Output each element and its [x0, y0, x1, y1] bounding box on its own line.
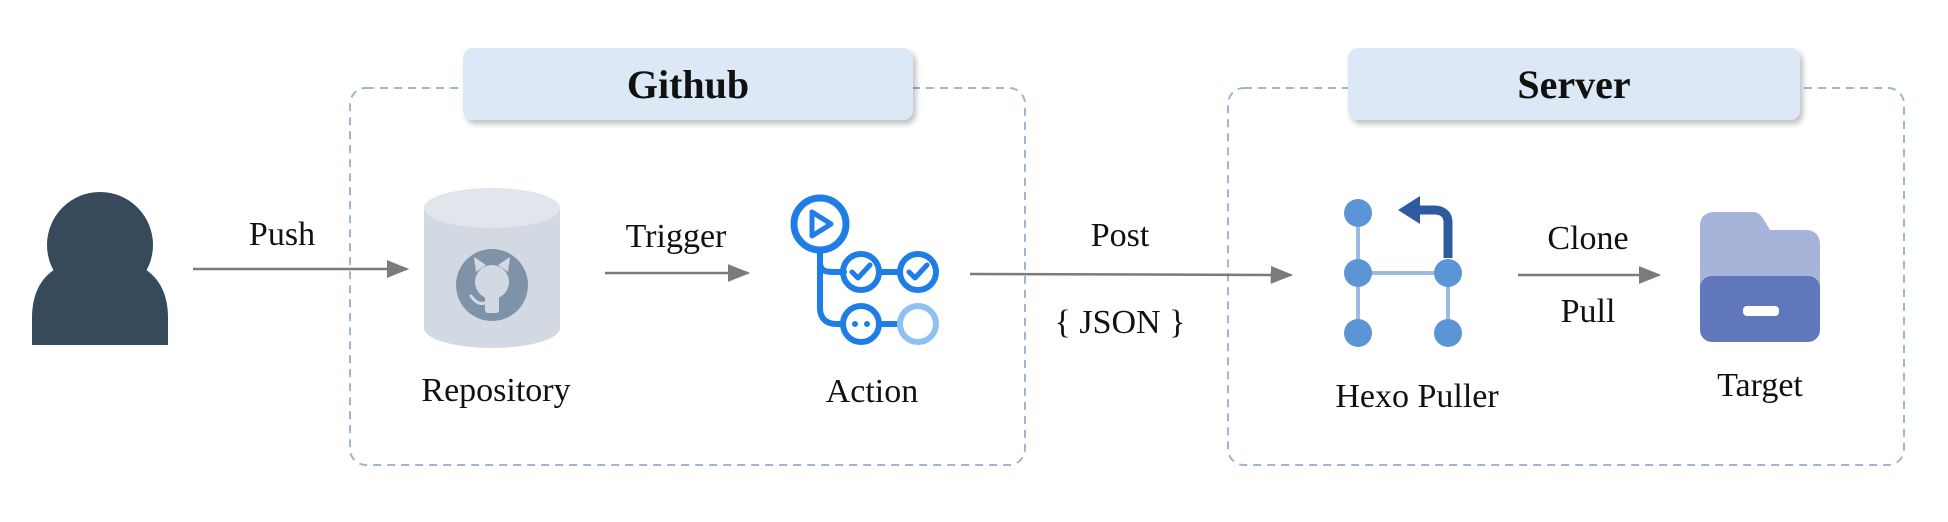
- hexo-puller-label: Hexo Puller: [1335, 378, 1499, 415]
- github-actions-workflow-icon: [790, 194, 939, 345]
- action-label: Action: [826, 373, 919, 410]
- trigger-label: Trigger: [626, 218, 727, 255]
- post-edge: Post { JSON }: [969, 217, 1294, 341]
- hexo-puller-node: Hexo Puller: [1335, 196, 1499, 415]
- pull-label: Pull: [1561, 293, 1616, 330]
- user-icon: [32, 192, 168, 345]
- database-github-icon: [424, 188, 560, 348]
- push-label: Push: [249, 216, 315, 253]
- server-title: Server: [1517, 62, 1630, 107]
- github-group: Github: [349, 48, 1026, 466]
- github-title-box: [463, 48, 913, 120]
- repository-node: Repository: [421, 188, 571, 409]
- server-group: Server: [1227, 48, 1905, 466]
- target-node: Target: [1700, 212, 1820, 404]
- github-group-border: [349, 87, 1026, 466]
- trigger-edge: Trigger: [605, 218, 751, 282]
- folder-icon: [1700, 212, 1820, 342]
- git-branch-graph-icon: [1344, 196, 1462, 347]
- post-label: Post: [1091, 217, 1150, 254]
- clone-label: Clone: [1547, 220, 1628, 257]
- target-label: Target: [1717, 367, 1803, 404]
- repository-label: Repository: [421, 372, 570, 409]
- push-edge: Push: [193, 216, 410, 278]
- post-sublabel: { JSON }: [1055, 304, 1186, 341]
- action-node: Action: [790, 194, 939, 410]
- clone-pull-edge: Clone Pull: [1518, 220, 1662, 330]
- server-title-box: [1348, 48, 1800, 120]
- github-title: Github: [627, 62, 749, 107]
